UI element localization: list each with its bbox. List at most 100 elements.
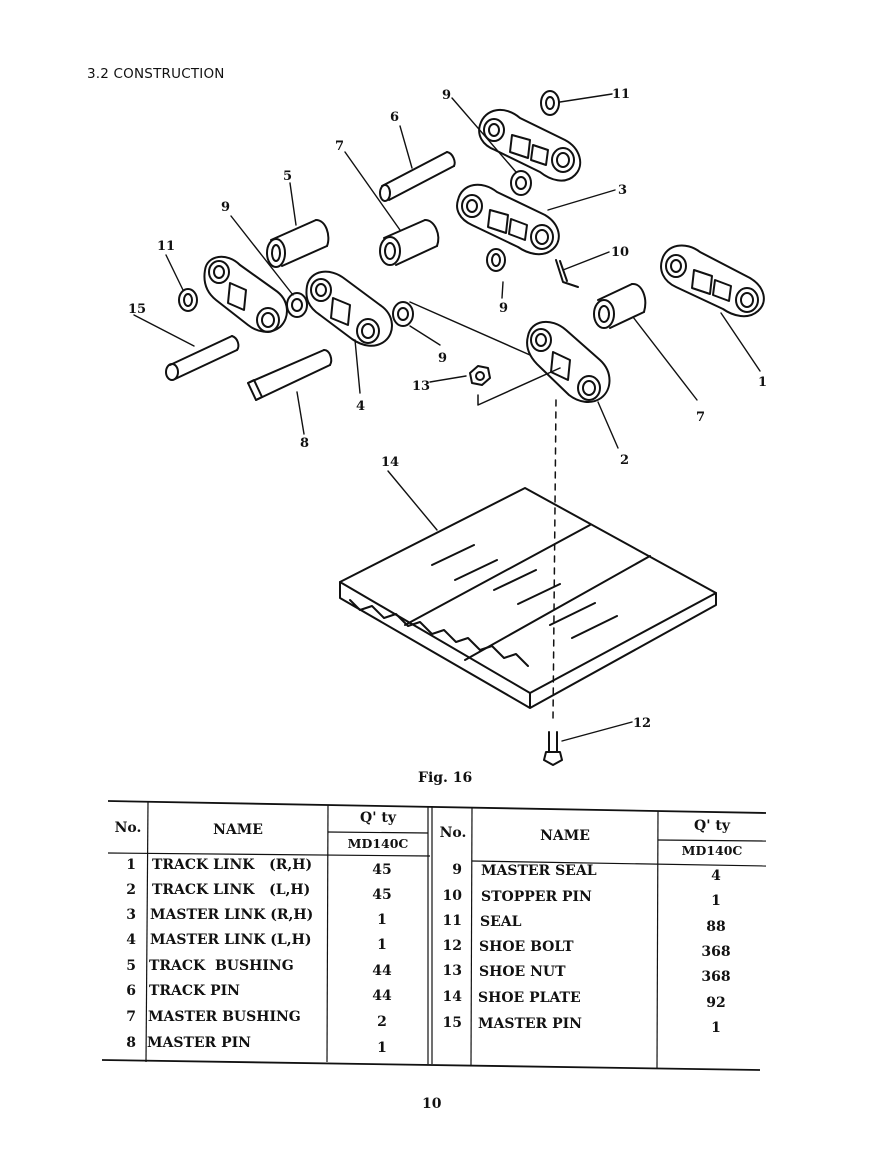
track-link-1 — [660, 244, 765, 318]
row-no: 5 — [126, 958, 136, 974]
row-no: 3 — [126, 907, 136, 923]
row-name: MASTER PIN — [147, 1035, 251, 1051]
callout-label: 2 — [620, 453, 629, 468]
master-pin-8 — [247, 349, 333, 401]
row-qty: 1 — [377, 937, 387, 953]
callout-label: 5 — [283, 169, 292, 184]
row-name: TRACK PIN — [149, 983, 240, 999]
seal-9-mid — [486, 248, 506, 272]
header-name-right: NAME — [540, 828, 590, 844]
row-qty: 92 — [706, 995, 726, 1011]
header-name: NAME — [213, 822, 263, 838]
seal-11-left — [178, 288, 198, 312]
seal-11-top — [540, 90, 560, 116]
callout-label: 12 — [633, 716, 651, 731]
callout-label: 9 — [442, 88, 451, 103]
row-qty: 1 — [377, 912, 387, 928]
row-qty: 1 — [711, 1020, 721, 1036]
row-no: 4 — [126, 932, 136, 948]
row-name: MASTER PIN — [478, 1016, 582, 1032]
figure-caption: Fig. 16 — [418, 770, 473, 786]
row-no: 2 — [126, 882, 136, 898]
row-name: MASTER BUSHING — [148, 1009, 301, 1025]
header-qty: Q' ty — [360, 810, 396, 826]
seal-9-lower — [392, 301, 414, 327]
row-qty: 368 — [701, 969, 731, 985]
bushing-7-center — [379, 219, 440, 266]
track-link-left — [203, 255, 288, 333]
row-no: 9 — [452, 862, 462, 878]
row-no: 12 — [442, 938, 462, 954]
track-link-upper — [478, 109, 582, 182]
row-no: 1 — [126, 857, 136, 873]
bushing-5 — [266, 219, 330, 268]
row-no: 13 — [442, 963, 462, 979]
header-model: MD140C — [347, 836, 409, 851]
track-link-2 — [526, 320, 611, 403]
callout-label: 7 — [696, 410, 705, 425]
master-link-4 — [305, 270, 393, 347]
row-qty: 368 — [701, 944, 731, 960]
callout-label: 3 — [618, 183, 627, 198]
row-name: MASTER LINK (L,H) — [150, 932, 312, 948]
row-no: 7 — [126, 1009, 136, 1025]
row-no: 6 — [126, 983, 136, 999]
callout-label: 9 — [438, 351, 447, 366]
page-number: 10 — [422, 1096, 442, 1112]
row-qty: 44 — [372, 988, 392, 1004]
row-qty: 45 — [372, 862, 392, 878]
row-no: 11 — [442, 913, 462, 929]
row-name: SHOE NUT — [479, 964, 566, 980]
row-qty: 1 — [711, 893, 721, 909]
header-no-right: No. — [439, 825, 467, 841]
row-no: 10 — [442, 888, 462, 904]
callout-label: 15 — [128, 302, 146, 317]
shoe-nut-13 — [469, 365, 491, 386]
row-qty: 1 — [377, 1040, 387, 1056]
row-name: SEAL — [480, 914, 522, 930]
shoe-plate-14 — [339, 487, 717, 709]
callout-label: 7 — [335, 139, 344, 154]
row-name: TRACK LINK (L,H) — [152, 882, 311, 898]
track-pin-6 — [379, 151, 456, 202]
row-no: 8 — [126, 1035, 136, 1051]
callout-label: 1 — [758, 375, 767, 390]
callout-label: 6 — [390, 110, 399, 125]
callout-label: 10 — [611, 245, 629, 260]
row-qty: 44 — [372, 963, 392, 979]
master-pin-15 — [165, 335, 240, 381]
callout-label: 11 — [157, 239, 175, 254]
row-name: TRACK LINK (R,H) — [152, 857, 313, 873]
callout-label: 9 — [221, 200, 230, 215]
callout-label: 8 — [300, 436, 309, 451]
seal-9-left — [286, 292, 308, 318]
callout-label: 9 — [499, 301, 508, 316]
row-name: TRACK BUSHING — [149, 958, 294, 974]
bushing-7-right — [593, 283, 647, 329]
row-qty: 88 — [706, 919, 726, 935]
callout-label: 14 — [381, 455, 399, 470]
row-name: STOPPER PIN — [481, 889, 592, 905]
header-qty-right: Q' ty — [694, 818, 730, 834]
row-qty: 45 — [372, 887, 392, 903]
row-name: SHOE BOLT — [479, 939, 574, 955]
row-qty: 4 — [711, 868, 721, 884]
row-no: 15 — [442, 1015, 462, 1031]
stopper-pin-10 — [555, 259, 579, 288]
row-qty: 2 — [377, 1014, 387, 1030]
row-name: MASTER SEAL — [481, 863, 597, 879]
row-name: SHOE PLATE — [478, 990, 581, 1006]
callout-label: 4 — [356, 399, 365, 414]
row-name: MASTER LINK (R,H) — [150, 907, 314, 923]
callout-label: 13 — [412, 379, 430, 394]
header-no: No. — [114, 820, 142, 836]
callout-label: 11 — [612, 87, 630, 102]
section-heading: 3.2 CONSTRUCTION — [87, 66, 225, 82]
row-no: 14 — [442, 989, 462, 1005]
header-model-right: MD140C — [681, 843, 743, 858]
shoe-bolt-12 — [543, 731, 563, 766]
seal-9-upper — [510, 170, 532, 196]
exploded-track-diagram: 11 9 6 7 5 9 11 15 3 10 9 1 9 13 4 8 2 7… — [128, 87, 767, 766]
master-link-3 — [456, 183, 560, 256]
